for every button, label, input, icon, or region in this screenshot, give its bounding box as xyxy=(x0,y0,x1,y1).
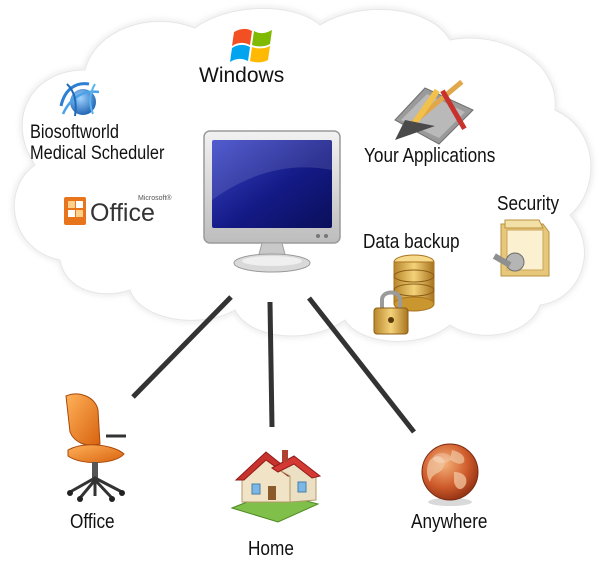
windows-logo-icon xyxy=(230,28,272,63)
chair-icon xyxy=(65,393,126,502)
database-lock-icon xyxy=(373,254,435,335)
office-logo-label: Office xyxy=(90,199,155,227)
globe-icon xyxy=(421,443,479,506)
home-endpoint-label: Home xyxy=(248,538,294,560)
tools-icon xyxy=(394,79,474,145)
folder-lock-icon xyxy=(492,219,550,277)
connector-anywhere xyxy=(307,296,416,434)
house-icon xyxy=(230,450,322,523)
backup-label: Data backup xyxy=(363,231,460,253)
windows-label: Windows xyxy=(199,64,285,87)
connector-lines xyxy=(131,295,416,434)
biosoft-line-2: Medical Scheduler xyxy=(30,143,165,164)
monitor-icon xyxy=(203,130,341,273)
biosoft-line-1: Biosoftworld xyxy=(30,122,120,143)
office-endpoint-label: Office xyxy=(70,511,115,533)
anywhere-endpoint-label: Anywhere xyxy=(411,511,488,533)
office-logo-superscript: Microsoft® xyxy=(138,195,172,202)
connector-home xyxy=(267,301,275,428)
globe-logo-icon xyxy=(59,82,100,117)
office-logo-icon xyxy=(64,197,86,225)
connector-office xyxy=(131,295,233,399)
security-label: Security xyxy=(497,193,560,215)
apps-label: Your Applications xyxy=(364,145,496,167)
biosoft-label: Biosoftworld Medical Scheduler xyxy=(30,122,164,164)
